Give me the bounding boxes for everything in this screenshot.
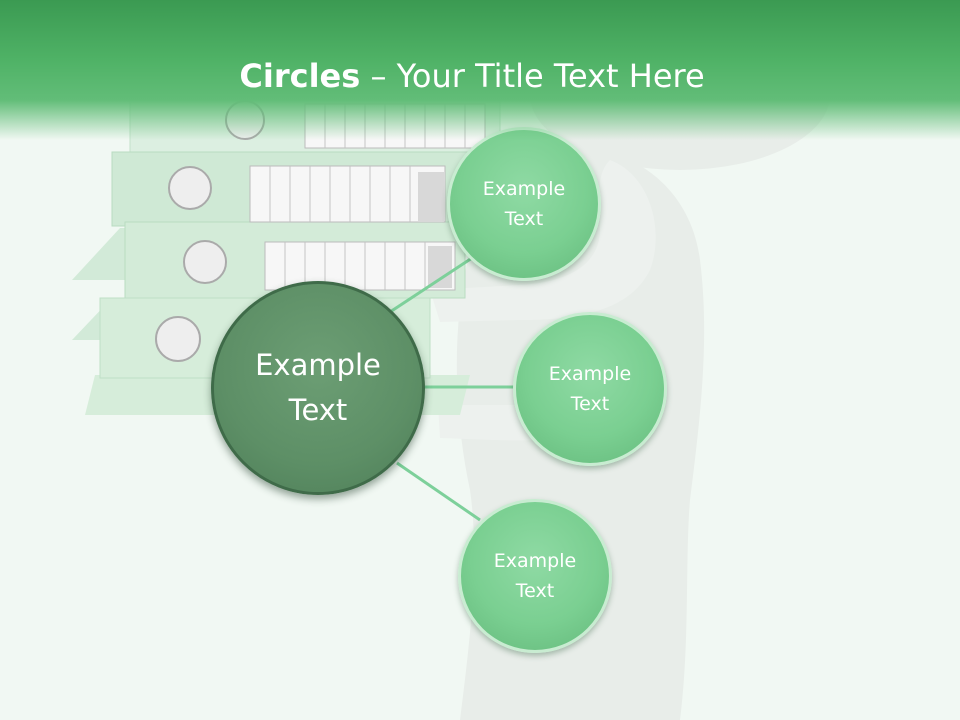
connector-line: [389, 256, 473, 314]
center-circle[interactable]: Example Text: [211, 281, 425, 495]
circle-middle-line2: Text: [570, 393, 610, 415]
circle-top[interactable]: Example Text: [447, 127, 601, 281]
circle-bottom[interactable]: Example Text: [458, 499, 612, 653]
title-rest: – Your Title Text Here: [360, 57, 705, 95]
slide-title: Circles – Your Title Text Here: [0, 52, 944, 100]
circle-bottom-line1: Example: [493, 550, 577, 572]
circle-bottom-line2: Text: [515, 580, 555, 602]
circle-top-line2: Text: [504, 208, 544, 230]
title-bar: [0, 0, 960, 140]
center-circle-line1: Example: [255, 348, 381, 382]
connector-line: [396, 461, 481, 522]
title-bold: Circles: [239, 57, 361, 95]
connector-lines: [389, 256, 515, 522]
circle-middle[interactable]: Example Text: [513, 312, 667, 466]
circle-top-line1: Example: [482, 178, 566, 200]
circle-middle-line1: Example: [548, 363, 632, 385]
center-circle-line2: Text: [288, 393, 348, 427]
